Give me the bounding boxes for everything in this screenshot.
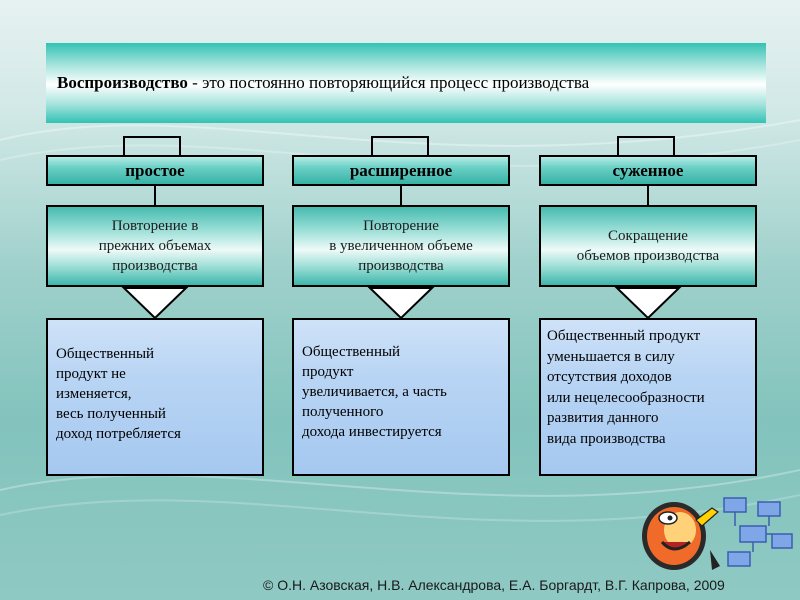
category-header-extended: расширенное [292,155,510,186]
arrow-down-icon [121,287,189,320]
description-box-simple: Повторение в прежних объемах производств… [46,205,264,287]
definition-banner: Воспроизводство - это постоянно повторяю… [46,43,766,123]
category-header-narrowed: суженное [539,155,757,186]
detail-text: Общественный продукт увеличивается, а ча… [302,344,447,440]
bracket-connector-1 [123,136,181,155]
copyright-footer: © О.Н. Азовская, Н.В. Александрова, Е.А.… [263,577,725,593]
category-header-simple: простое [46,155,264,186]
definition-text: Воспроизводство - это постоянно повторяю… [57,73,589,93]
bracket-connector-2 [371,136,429,155]
flowchart-graphic [723,497,793,567]
arrow-down-icon [367,287,435,320]
detail-box-narrowed: Общественный продукт уменьшается в силу … [539,318,757,476]
description-text: Повторение в увеличенном объеме производ… [329,218,473,274]
cartoon-figure-with-flowchart-icon [642,497,793,570]
description-box-extended: Повторение в увеличенном объеме производ… [292,205,510,287]
detail-text: Общественный продукт уменьшается в силу … [547,328,705,447]
definition-term: Воспроизводство [57,73,188,92]
detail-box-simple: Общественный продукт не изменяется, весь… [46,318,264,476]
detail-text: Общественный продукт не изменяется, весь… [56,346,181,442]
detail-box-extended: Общественный продукт увеличивается, а ча… [292,318,510,476]
description-box-narrowed: Сокращение объемов производства [539,205,757,287]
description-text: Повторение в прежних объемах производств… [98,218,212,274]
bracket-connector-3 [617,136,675,155]
description-text: Сокращение объемов производства [576,228,720,264]
arrow-down-icon [614,287,682,320]
cartoon-figure [642,502,720,570]
definition-body: - это постоянно повторяющийся процесс пр… [187,73,590,92]
